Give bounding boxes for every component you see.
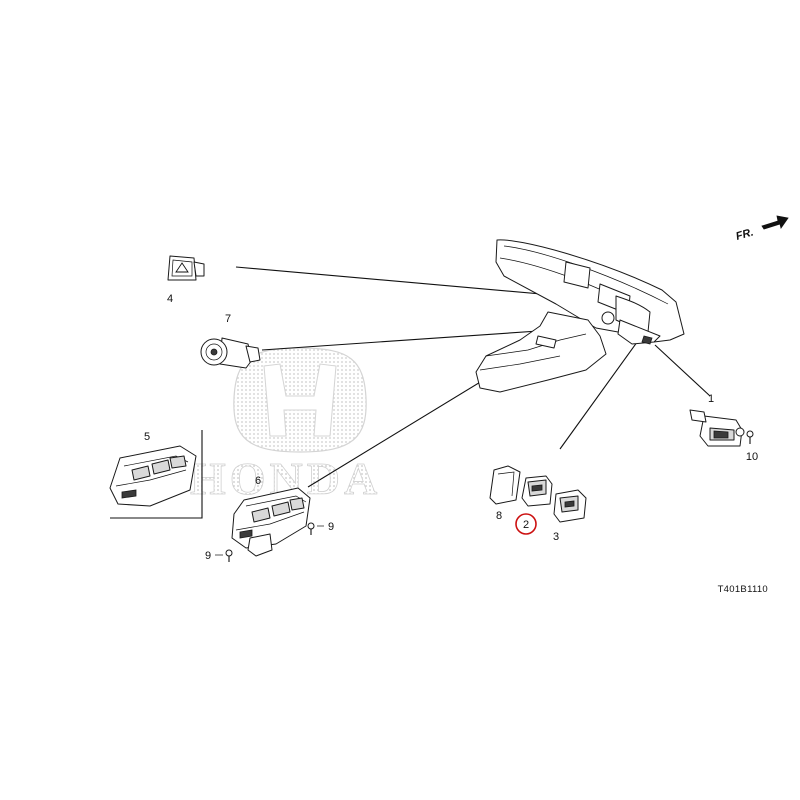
honda-watermark: HONDA — [190, 347, 381, 504]
callout-7[interactable]: 7 — [225, 313, 231, 325]
callout-9-left[interactable]: 9 — [205, 550, 211, 562]
callout-1[interactable]: 1 — [708, 393, 714, 405]
callout-10[interactable]: 10 — [746, 451, 758, 463]
part-10-screw — [746, 430, 754, 444]
highlight-ring — [515, 513, 537, 535]
part-9-screw-left — [215, 549, 233, 562]
dashboard-assembly — [475, 239, 685, 393]
callout-5[interactable]: 5 — [144, 431, 150, 443]
part-1-switch-assembly — [689, 409, 745, 447]
front-direction-indicator: FR. — [735, 215, 789, 243]
callout-3[interactable]: 3 — [553, 531, 559, 543]
part-5-window-switch — [109, 430, 203, 519]
hazard-triangle-icon — [175, 262, 189, 273]
part-8-blank-cover — [489, 465, 521, 505]
part-7-start-switch — [200, 337, 261, 369]
honda-h-logo — [233, 347, 367, 453]
callout-labels: 1 2 3 4 5 6 7 8 9 9 10 — [144, 293, 758, 562]
part-3-switch — [553, 489, 587, 523]
callout-8[interactable]: 8 — [496, 510, 502, 522]
diagram-code: T401B1110 — [718, 584, 768, 595]
part-2-switch — [521, 475, 553, 507]
part-6-window-switch — [231, 487, 311, 557]
front-indicator-label: FR. — [735, 226, 755, 242]
callout-2[interactable]: 2 — [523, 519, 529, 531]
callout-4[interactable]: 4 — [167, 293, 173, 305]
honda-watermark-text: HONDA — [190, 453, 381, 504]
callout-6[interactable]: 6 — [255, 475, 261, 487]
front-arrow-icon — [761, 215, 789, 230]
callout-9-right[interactable]: 9 — [328, 521, 334, 533]
part-4-hazard-switch — [167, 255, 205, 281]
part-9-screw-right — [307, 522, 324, 535]
